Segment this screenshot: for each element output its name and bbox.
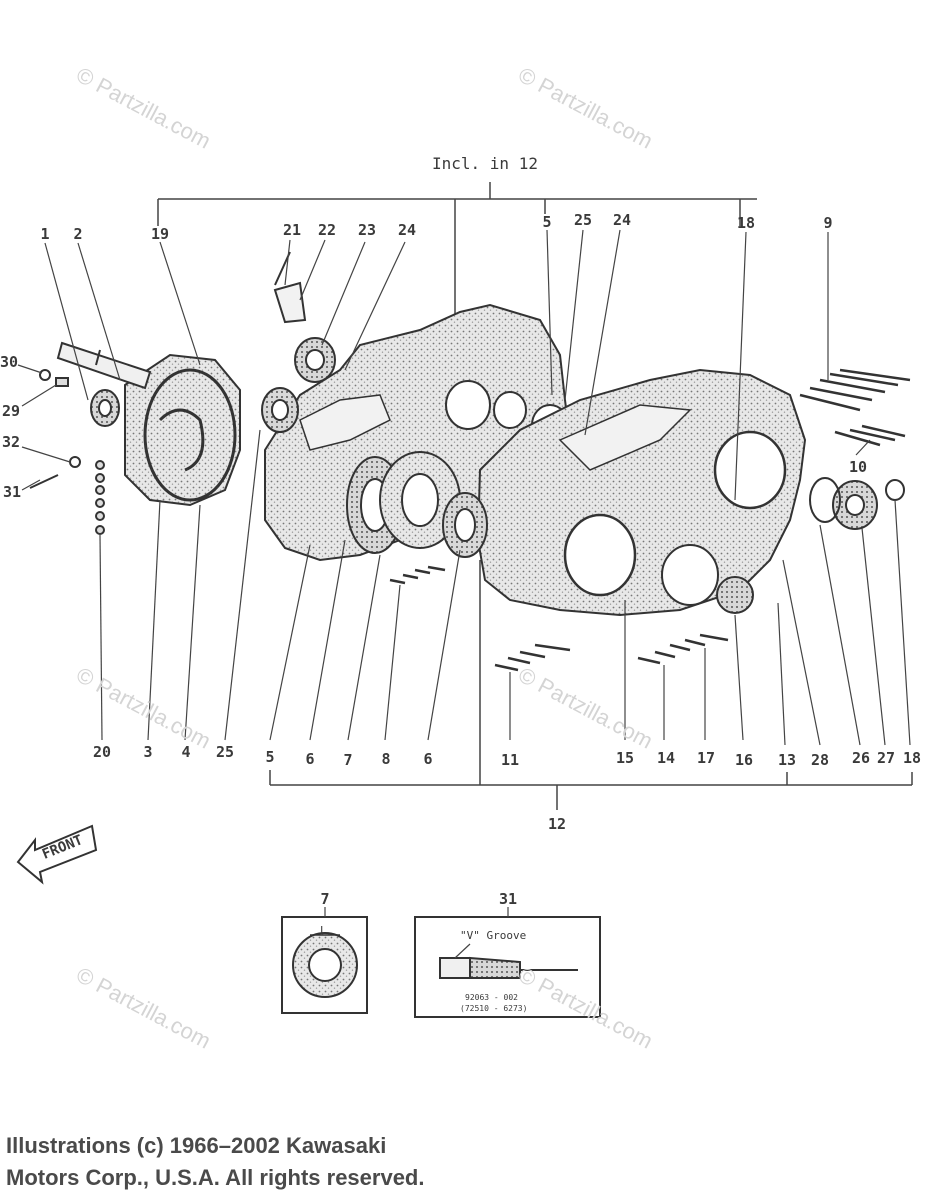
bolts-lower [389, 565, 729, 672]
copyright-notice: Illustrations (c) 1966–2002 Kawasaki Mot… [6, 1130, 424, 1194]
callout-3: 3 [143, 743, 153, 761]
callout-1: 1 [40, 225, 50, 243]
callout-23: 23 [357, 221, 377, 239]
v-groove-label: "V" Groove [460, 929, 527, 942]
callout-26: 26 [851, 749, 871, 767]
leader-lines [17, 229, 911, 746]
callout-24: 24 [397, 221, 417, 239]
callout-22: 22 [317, 221, 337, 239]
callout-4: 4 [181, 743, 191, 761]
callout-27: 27 [876, 749, 896, 767]
detail-box-31 [414, 907, 601, 1018]
incl-bracket [157, 182, 757, 318]
copyright-line-2: Motors Corp., U.S.A. All rights reserved… [6, 1165, 425, 1190]
callout-31-detail: 31 [498, 890, 518, 908]
small-parts-left [29, 369, 81, 489]
callout-25-bottom: 25 [215, 743, 235, 761]
callout-5: 5 [542, 213, 552, 231]
callout-15: 15 [615, 749, 635, 767]
bottom-bracket [269, 560, 913, 810]
callout-20: 20 [92, 743, 112, 761]
callout-9: 9 [823, 214, 833, 232]
detail-31-range: (72510 - 6273) [460, 1004, 528, 1013]
bearings [90, 337, 905, 558]
callout-30: 30 [0, 353, 19, 371]
callout-7-detail: 7 [320, 890, 330, 908]
callout-28: 28 [810, 751, 830, 769]
callout-29: 29 [1, 402, 21, 420]
bolts-9-10 [799, 368, 911, 447]
callout-31: 31 [2, 483, 22, 501]
callout-24-right: 24 [612, 211, 632, 229]
callout-13: 13 [777, 751, 797, 769]
bracket-21-22 [273, 251, 307, 324]
callout-21: 21 [282, 221, 302, 239]
front-arrow [16, 824, 98, 885]
incl-in-12-label: Incl. in 12 [432, 154, 538, 173]
detail-7-mark: L [320, 924, 327, 937]
callout-10: 10 [848, 458, 868, 476]
copyright-line-1: Illustrations (c) 1966–2002 Kawasaki [6, 1133, 387, 1158]
callout-14: 14 [656, 749, 676, 767]
callout-7: 7 [343, 751, 353, 769]
callout-18: 18 [736, 214, 756, 232]
callout-16: 16 [734, 751, 754, 769]
callout-12: 12 [547, 815, 567, 833]
shaft [56, 341, 152, 390]
callout-6-second: 6 [423, 750, 433, 768]
callout-19: 19 [150, 225, 170, 243]
callout-32: 32 [1, 433, 21, 451]
detail-31-part-number: 92063 - 002 [465, 993, 518, 1002]
left-cover [124, 353, 241, 507]
right-crankcase [476, 368, 807, 617]
parts-20 [95, 460, 105, 535]
callout-2: 2 [73, 225, 83, 243]
callout-17: 17 [696, 749, 716, 767]
callout-5-bottom: 5 [265, 748, 275, 766]
callout-6: 6 [305, 750, 315, 768]
callout-25: 25 [573, 211, 593, 229]
callout-8: 8 [381, 750, 391, 768]
callout-11: 11 [500, 751, 520, 769]
detail-box-7 [281, 907, 368, 1014]
callout-18-bottom: 18 [902, 749, 922, 767]
